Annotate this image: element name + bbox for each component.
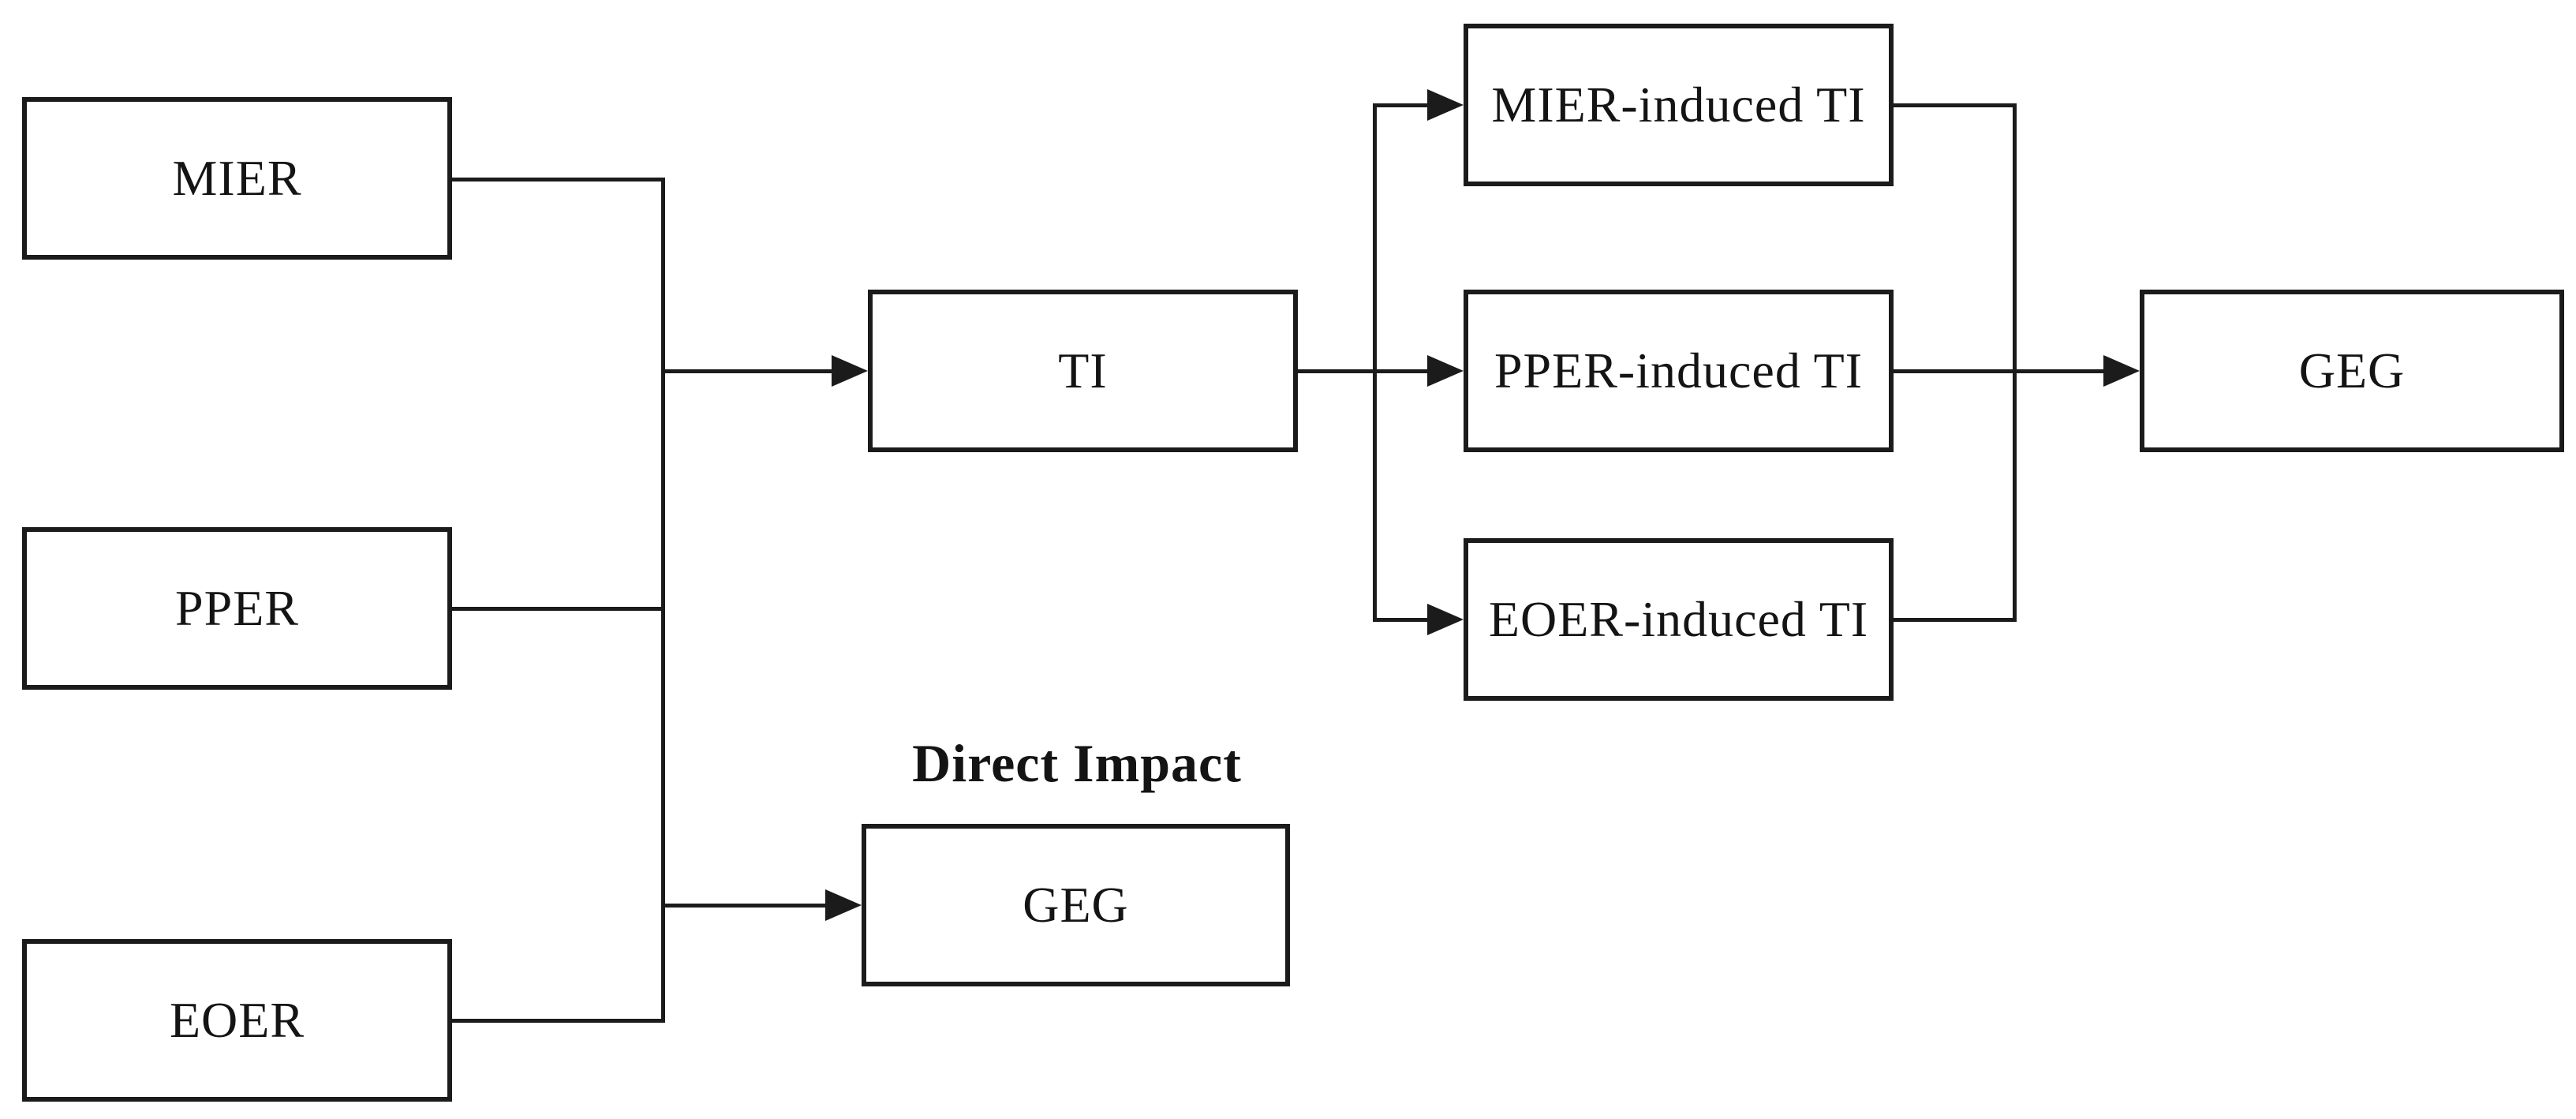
connector-eoer-induced-ti-to-collector xyxy=(1894,618,2014,622)
node-eoer: EOER xyxy=(22,939,452,1102)
node-geg-indirect-label: GEG xyxy=(2298,342,2406,399)
connector-branch-trunk xyxy=(1373,103,1377,622)
connector-mier-induced-ti-to-collector xyxy=(1894,103,2014,107)
node-mier-induced-ti: MIER-induced TI xyxy=(1464,24,1894,186)
arrowhead-into-eoer-induced-ti xyxy=(1427,604,1464,635)
node-ti: TI xyxy=(868,290,1298,452)
node-geg-indirect: GEG xyxy=(2140,290,2564,452)
arrowhead-into-geg-direct xyxy=(825,889,862,921)
connector-junction-trunk xyxy=(661,178,665,1023)
arrowhead-into-geg-indirect xyxy=(2103,355,2140,387)
node-pper: PPER xyxy=(22,527,452,690)
connector-branch-to-eoer-induced-ti xyxy=(1373,618,1427,622)
node-eoer-label: EOER xyxy=(169,992,305,1048)
direct-impact-label: Direct Impact xyxy=(912,733,1242,793)
node-mier-label: MIER xyxy=(172,150,302,206)
node-ti-label: TI xyxy=(1058,342,1108,399)
connector-eoer-to-junction xyxy=(452,1019,665,1023)
connector-collector-trunk xyxy=(2013,103,2017,622)
connector-ti-to-branch xyxy=(1298,369,1427,373)
node-pper-label: PPER xyxy=(175,580,299,636)
connector-pper-induced-ti-to-geg xyxy=(1894,369,2103,373)
node-pper-induced-ti-label: PPER-induced TI xyxy=(1494,342,1864,399)
node-geg-direct-label: GEG xyxy=(1023,877,1129,933)
node-mier-induced-ti-label: MIER-induced TI xyxy=(1491,77,1866,133)
connector-pper-to-junction xyxy=(452,607,665,611)
arrowhead-into-pper-induced-ti xyxy=(1427,355,1464,387)
arrowhead-into-mier-induced-ti xyxy=(1427,89,1464,121)
node-eoer-induced-ti-label: EOER-induced TI xyxy=(1488,591,1869,647)
connector-mier-to-junction xyxy=(452,178,665,182)
connector-branch-to-mier-induced-ti xyxy=(1373,103,1427,107)
node-eoer-induced-ti: EOER-induced TI xyxy=(1464,538,1894,701)
node-geg-direct: GEG xyxy=(862,824,1290,986)
node-mier: MIER xyxy=(22,97,452,260)
arrowhead-into-ti xyxy=(832,355,868,387)
connector-junction-to-geg-direct xyxy=(661,904,825,908)
node-pper-induced-ti: PPER-induced TI xyxy=(1464,290,1894,452)
connector-junction-to-ti xyxy=(661,369,832,373)
